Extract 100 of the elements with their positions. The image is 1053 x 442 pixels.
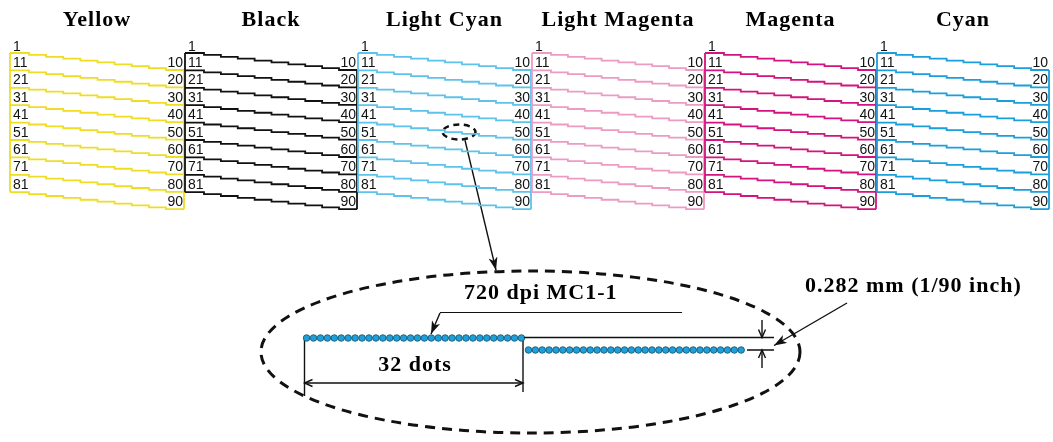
- nozzle-number: 60: [687, 142, 703, 156]
- nozzle-number: 40: [340, 107, 356, 122]
- nozzle-number: 20: [859, 72, 875, 87]
- nozzle-number: 50: [514, 124, 530, 139]
- nozzle-number: 60: [514, 142, 530, 156]
- nozzle-number: 10: [340, 55, 356, 69]
- nozzle-number: 40: [1032, 107, 1048, 122]
- nozzle-number: 11: [13, 55, 28, 69]
- nozzle-number: 71: [708, 159, 724, 174]
- nozzle-number: 51: [188, 124, 204, 139]
- nozzle-number: 61: [535, 142, 551, 156]
- nozzle-dot-row: [303, 334, 525, 342]
- nozzle-number: 10: [687, 55, 703, 69]
- nozzle-number: 70: [514, 159, 530, 174]
- nozzle-number: 21: [880, 72, 896, 87]
- dimension-label: 32 dots: [378, 352, 452, 376]
- nozzle-number: 90: [514, 194, 530, 209]
- nozzle-number: 50: [340, 124, 356, 139]
- nozzle-number: 81: [535, 176, 551, 191]
- nozzle-number: 41: [188, 107, 204, 122]
- nozzle-number: 50: [1032, 124, 1048, 139]
- arrow: [464, 139, 498, 271]
- nozzle-number: 21: [708, 72, 724, 87]
- nozzle-number: 41: [880, 107, 896, 122]
- nozzle-number: 50: [687, 124, 703, 139]
- nozzle-number: 21: [188, 72, 204, 87]
- nozzle-number: 61: [708, 142, 724, 156]
- nozzle-number: 20: [1032, 72, 1048, 87]
- nozzle-number: 60: [167, 142, 183, 156]
- column-heading: Light Magenta: [541, 7, 695, 31]
- nozzle-number: 1: [361, 39, 369, 53]
- nozzle-number: 40: [859, 107, 875, 122]
- nozzle-number: 61: [361, 142, 377, 156]
- nozzle-number: 11: [535, 55, 550, 69]
- nozzle-number: 90: [340, 194, 356, 209]
- nozzle-number: 51: [535, 124, 551, 139]
- nozzle-number: 61: [188, 142, 204, 156]
- nozzle-number: 80: [859, 176, 875, 191]
- nozzle-number: 11: [361, 55, 376, 69]
- nozzle-number: 41: [361, 107, 377, 122]
- nozzle-number: 1: [535, 39, 543, 53]
- nozzle-number: 10: [1032, 55, 1048, 69]
- nozzle-number: 50: [167, 124, 183, 139]
- nozzle-number: 71: [13, 159, 29, 174]
- nozzle-number: 70: [340, 159, 356, 174]
- nozzle-number: 30: [687, 89, 703, 104]
- enlarged-view-ellipse: [258, 268, 803, 436]
- nozzle-number: 21: [13, 72, 29, 87]
- nozzle-number: 71: [535, 159, 551, 174]
- nozzle-number: 70: [1032, 159, 1048, 174]
- dimension-line: [524, 319, 774, 369]
- nozzle-number: 51: [708, 124, 724, 139]
- nozzle-number: 51: [13, 124, 29, 139]
- nozzle-number: 31: [361, 89, 377, 104]
- column-heading: Black: [241, 7, 301, 31]
- magnified-area-ellipse: [440, 122, 478, 142]
- nozzle-number: 71: [880, 159, 896, 174]
- nozzle-number: 51: [361, 124, 377, 139]
- nozzle-number: 90: [1032, 194, 1048, 209]
- nozzle-number: 30: [859, 89, 875, 104]
- nozzle-number: 81: [880, 176, 896, 191]
- nozzle-number: 80: [687, 176, 703, 191]
- nozzle-number: 1: [708, 39, 716, 53]
- nozzle-number: 81: [708, 176, 724, 191]
- nozzle-number: 11: [880, 55, 895, 69]
- nozzle-number: 41: [535, 107, 551, 122]
- nozzle-number: 61: [880, 142, 896, 156]
- nozzle-number: 21: [535, 72, 551, 87]
- column-heading: Yellow: [62, 7, 132, 31]
- nozzle-number: 41: [708, 107, 724, 122]
- leader-arrow: [773, 302, 848, 347]
- nozzle-number: 70: [859, 159, 875, 174]
- nozzle-number: 71: [188, 159, 204, 174]
- nozzle-number: 60: [1032, 142, 1048, 156]
- nozzle-number: 20: [514, 72, 530, 87]
- nozzle-number: 1: [880, 39, 888, 53]
- nozzle-number: 10: [167, 55, 183, 69]
- nozzle-number: 30: [1032, 89, 1048, 104]
- nozzle-number: 20: [340, 72, 356, 87]
- nozzle-number: 31: [708, 89, 724, 104]
- nozzle-number: 81: [361, 176, 377, 191]
- nozzle-number: 50: [859, 124, 875, 139]
- nozzle-number: 30: [340, 89, 356, 104]
- column-heading: Light Cyan: [386, 7, 503, 31]
- nozzle-number: 81: [188, 176, 204, 191]
- nozzle-number: 71: [361, 159, 377, 174]
- nozzle-number: 30: [514, 89, 530, 104]
- nozzle-number: 1: [13, 39, 21, 53]
- nozzle-number: 60: [859, 142, 875, 156]
- callout-label: 0.282 mm (1/90 inch): [805, 273, 1031, 303]
- nozzle-number: 70: [687, 159, 703, 174]
- nozzle-number: 21: [361, 72, 377, 87]
- nozzle-number: 40: [167, 107, 183, 122]
- leader-arrow: [430, 312, 441, 335]
- nozzle-number: 11: [188, 55, 203, 69]
- nozzle-number: 31: [13, 89, 29, 104]
- nozzle-number: 60: [340, 142, 356, 156]
- nozzle-number: 30: [167, 89, 183, 104]
- nozzle-number: 31: [880, 89, 896, 104]
- nozzle-number: 70: [167, 159, 183, 174]
